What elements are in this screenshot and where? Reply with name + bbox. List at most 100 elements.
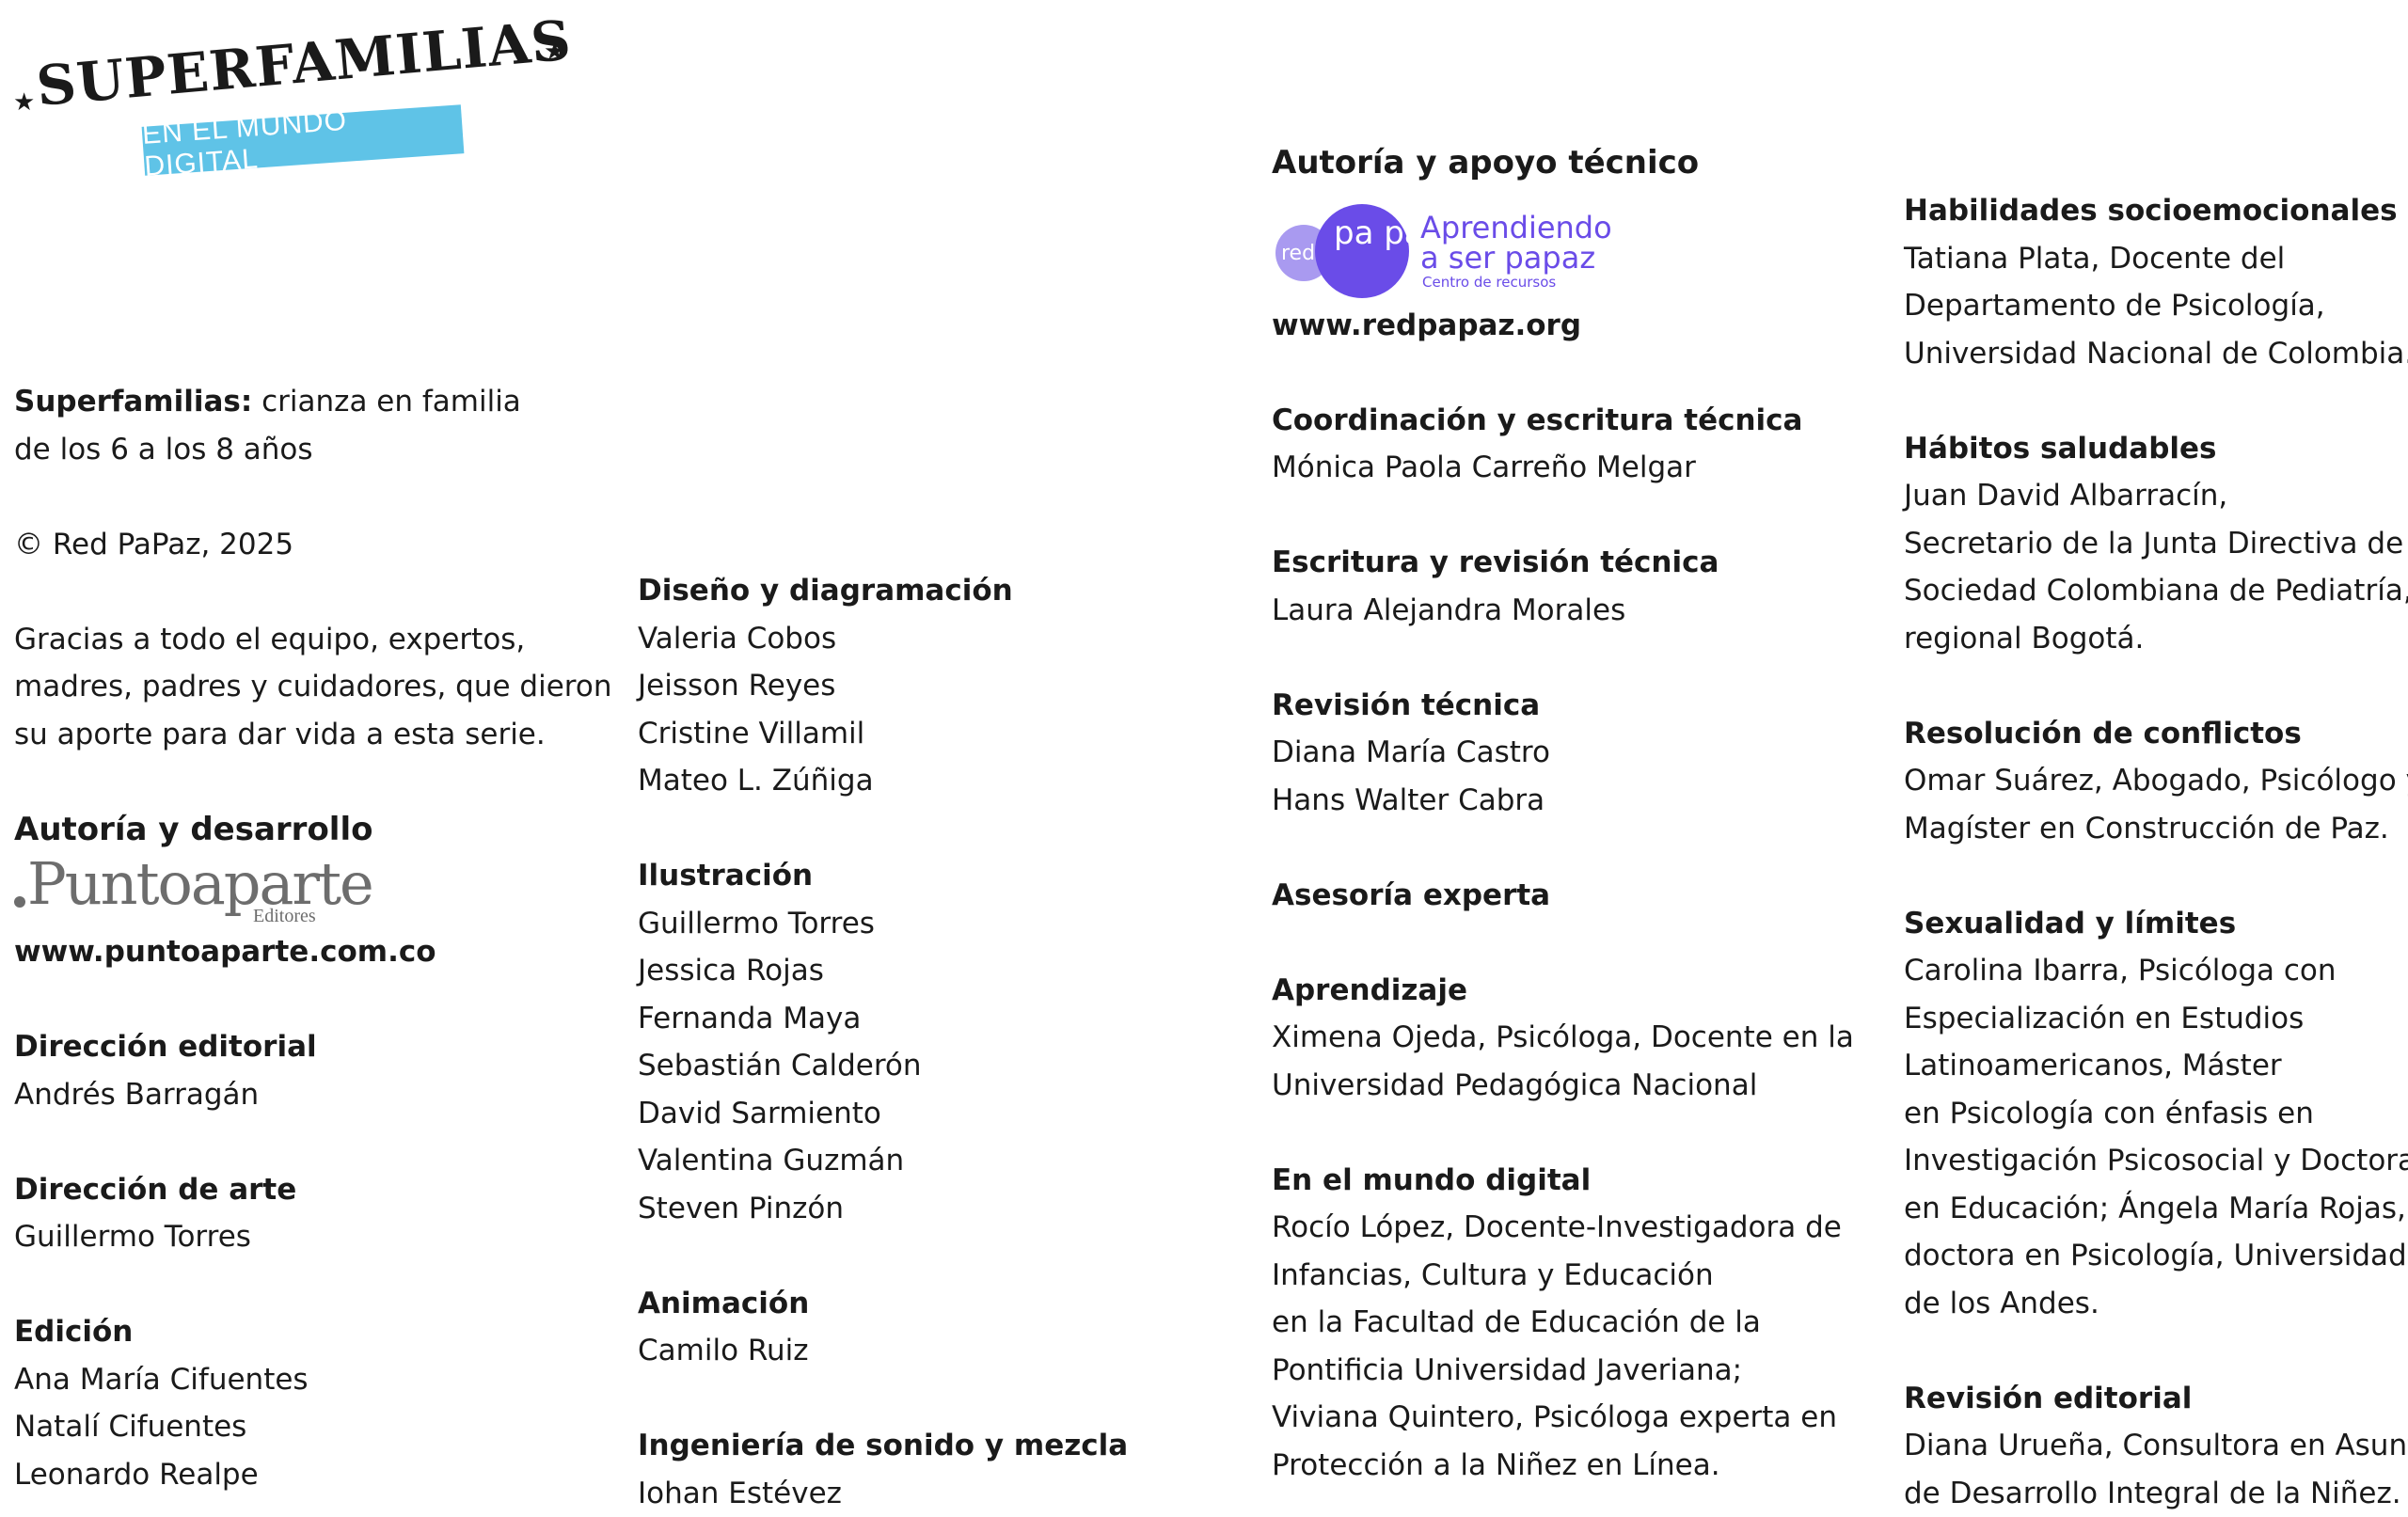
superfamilias-logo: ★ SUPERFAMILIAS ★ EN EL MUNDO DIGITAL <box>11 26 576 177</box>
credit-line: Hans Walter Cabra <box>1272 777 1874 825</box>
credit-line: en Educación; Ángela María Rojas, <box>1904 1185 2408 1233</box>
star-icon: ★ <box>544 38 565 66</box>
puntoaparte-logo: Puntoaparte Editores <box>14 853 353 928</box>
thanks-line: Gracias a todo el equipo, expertos, <box>14 616 616 664</box>
section-heading: Escritura y revisión técnica <box>1272 539 1874 587</box>
section-heading: Dirección de arte <box>14 1166 616 1214</box>
credit-line: Ana María Cifuentes <box>14 1356 616 1404</box>
section-heading: Diseño y diagramación <box>638 567 1240 615</box>
section-heading: Revisión editorial <box>1904 1375 2408 1423</box>
credit-line: Viviana Quintero, Psicóloga experta en <box>1272 1394 1874 1442</box>
credit-line: Sebastián Calderón <box>638 1042 1240 1090</box>
credit-line: Sociedad Colombiana de Pediatría, <box>1904 567 2408 615</box>
star-icon: ★ <box>13 88 35 117</box>
credit-line: doctora en Psicología, Universidad <box>1904 1232 2408 1280</box>
credit-line: Rocío López, Docente-Investigadora de <box>1272 1204 1874 1252</box>
column-1: Superfamilias: crianza en familia de los… <box>14 378 616 1498</box>
credit-line: Steven Pinzón <box>638 1185 1240 1233</box>
puntoaparte-url[interactable]: www.puntoaparte.com.co <box>14 928 616 976</box>
section-heading: Dirección editorial <box>14 1023 616 1071</box>
credit-line: Valentina Guzmán <box>638 1137 1240 1185</box>
brand-title: SUPERFAMILIAS <box>34 8 574 119</box>
credit-line: Jessica Rojas <box>638 947 1240 995</box>
redpapaz-logo: red pa paz Aprendiendo a ser papaz Centr… <box>1272 198 1629 302</box>
credit-line: Latinoamericanos, Máster <box>1904 1042 2408 1090</box>
puntoaparte-logo-sub: Editores <box>253 906 316 927</box>
redpapaz-logo-line3: Centro de recursos <box>1422 274 1556 291</box>
credit-line: Ximena Ojeda, Psicóloga, Docente en la <box>1272 1014 1874 1062</box>
intro-title-rest: crianza en familia <box>252 385 521 419</box>
intro-title-line2: de los 6 a los 8 años <box>14 426 616 474</box>
credit-line: Guillermo Torres <box>14 1213 616 1261</box>
credit-line: en la Facultad de Educación de la <box>1272 1299 1874 1347</box>
section-heading: Habilidades socioemocionales <box>1904 187 2408 235</box>
credit-line: Diana Urueña, Consultora en Asuntos <box>1904 1422 2408 1470</box>
thanks-line: madres, padres y cuidadores, que dieron <box>14 663 616 711</box>
column-3: Autoría y apoyo técnico red pa paz Apren… <box>1272 139 1874 1489</box>
redpapaz-url[interactable]: www.redpapaz.org <box>1272 302 1874 350</box>
credit-line: Carolina Ibarra, Psicóloga con <box>1904 947 2408 995</box>
credit-line: Omar Suárez, Abogado, Psicólogo y <box>1904 757 2408 805</box>
credit-line: Universidad Pedagógica Nacional <box>1272 1062 1874 1110</box>
puntoaparte-logo-word: Puntoaparte <box>27 849 372 918</box>
intro-title-bold: Superfamilias: <box>14 385 252 419</box>
credit-line: Andrés Barragán <box>14 1071 616 1119</box>
credit-line: Especialización en Estudios <box>1904 995 2408 1043</box>
credit-line: Iohan Estévez <box>638 1470 1240 1517</box>
credit-line: Jeisson Reyes <box>638 662 1240 710</box>
credit-line: Diana María Castro <box>1272 729 1874 777</box>
autoria-apoyo-heading: Autoría y apoyo técnico <box>1272 139 1874 187</box>
credit-line: Valeria Cobos <box>638 615 1240 663</box>
credit-line: de los Andes. <box>1904 1280 2408 1328</box>
section-heading: Hábitos saludables <box>1904 425 2408 473</box>
credit-line: Fernanda Maya <box>638 995 1240 1043</box>
credit-line: Infancias, Cultura y Educación <box>1272 1252 1874 1300</box>
thanks-line: su aporte para dar vida a esta serie. <box>14 711 616 759</box>
credit-line: en Psicología con énfasis en <box>1904 1090 2408 1138</box>
redpapaz-logo-red: red <box>1281 242 1315 265</box>
credit-line: Departamento de Psicología, <box>1904 282 2408 330</box>
credit-line: Guillermo Torres <box>638 900 1240 948</box>
credit-line: Mónica Paola Carreño Melgar <box>1272 444 1874 492</box>
credit-line: Cristine Villamil <box>638 710 1240 758</box>
section-heading: Edición <box>14 1308 616 1356</box>
credit-line: Juan David Albarracín, <box>1904 472 2408 520</box>
section-heading: Asesoría experta <box>1272 872 1874 920</box>
section-heading: Sexualidad y límites <box>1904 900 2408 948</box>
credit-line: Mateo L. Zúñiga <box>638 757 1240 805</box>
section-heading: En el mundo digital <box>1272 1157 1874 1205</box>
credit-line: Investigación Psicosocial y Doctora <box>1904 1137 2408 1185</box>
credit-line: regional Bogotá. <box>1904 615 2408 663</box>
section-heading: Revisión técnica <box>1272 682 1874 730</box>
section-heading: Ilustración <box>638 852 1240 900</box>
copyright: © Red PaPaz, 2025 <box>14 521 616 569</box>
credit-line: Leonardo Realpe <box>14 1451 616 1499</box>
section-heading: Aprendizaje <box>1272 967 1874 1015</box>
section-heading: Resolución de conflictos <box>1904 710 2408 758</box>
credit-line: de Desarrollo Integral de la Niñez. <box>1904 1470 2408 1517</box>
intro-title: Superfamilias: crianza en familia <box>14 378 616 426</box>
section-heading: Ingeniería de sonido y mezcla <box>638 1422 1240 1470</box>
credit-line: Universidad Nacional de Colombia. <box>1904 330 2408 378</box>
section-heading: Animación <box>638 1280 1240 1328</box>
section-heading: Coordinación y escritura técnica <box>1272 397 1874 445</box>
dot-icon <box>14 896 25 908</box>
credit-line: David Sarmiento <box>638 1090 1240 1138</box>
redpapaz-logo-line2: a ser papaz <box>1420 240 1595 276</box>
credit-line: Laura Alejandra Morales <box>1272 587 1874 635</box>
credit-line: Camilo Ruiz <box>638 1327 1240 1375</box>
brand-subtitle: EN EL MUNDO DIGITAL <box>142 104 465 176</box>
credit-line: Secretario de la Junta Directiva de la <box>1904 520 2408 568</box>
autoria-desarrollo-heading: Autoría y desarrollo <box>14 806 616 854</box>
credit-line: Tatiana Plata, Docente del <box>1904 235 2408 283</box>
credit-line: Pontificia Universidad Javeriana; <box>1272 1347 1874 1395</box>
credit-line: Magíster en Construcción de Paz. <box>1904 805 2408 853</box>
credit-line: Natalí Cifuentes <box>14 1403 616 1451</box>
credit-line: Protección a la Niñez en Línea. <box>1272 1442 1874 1490</box>
